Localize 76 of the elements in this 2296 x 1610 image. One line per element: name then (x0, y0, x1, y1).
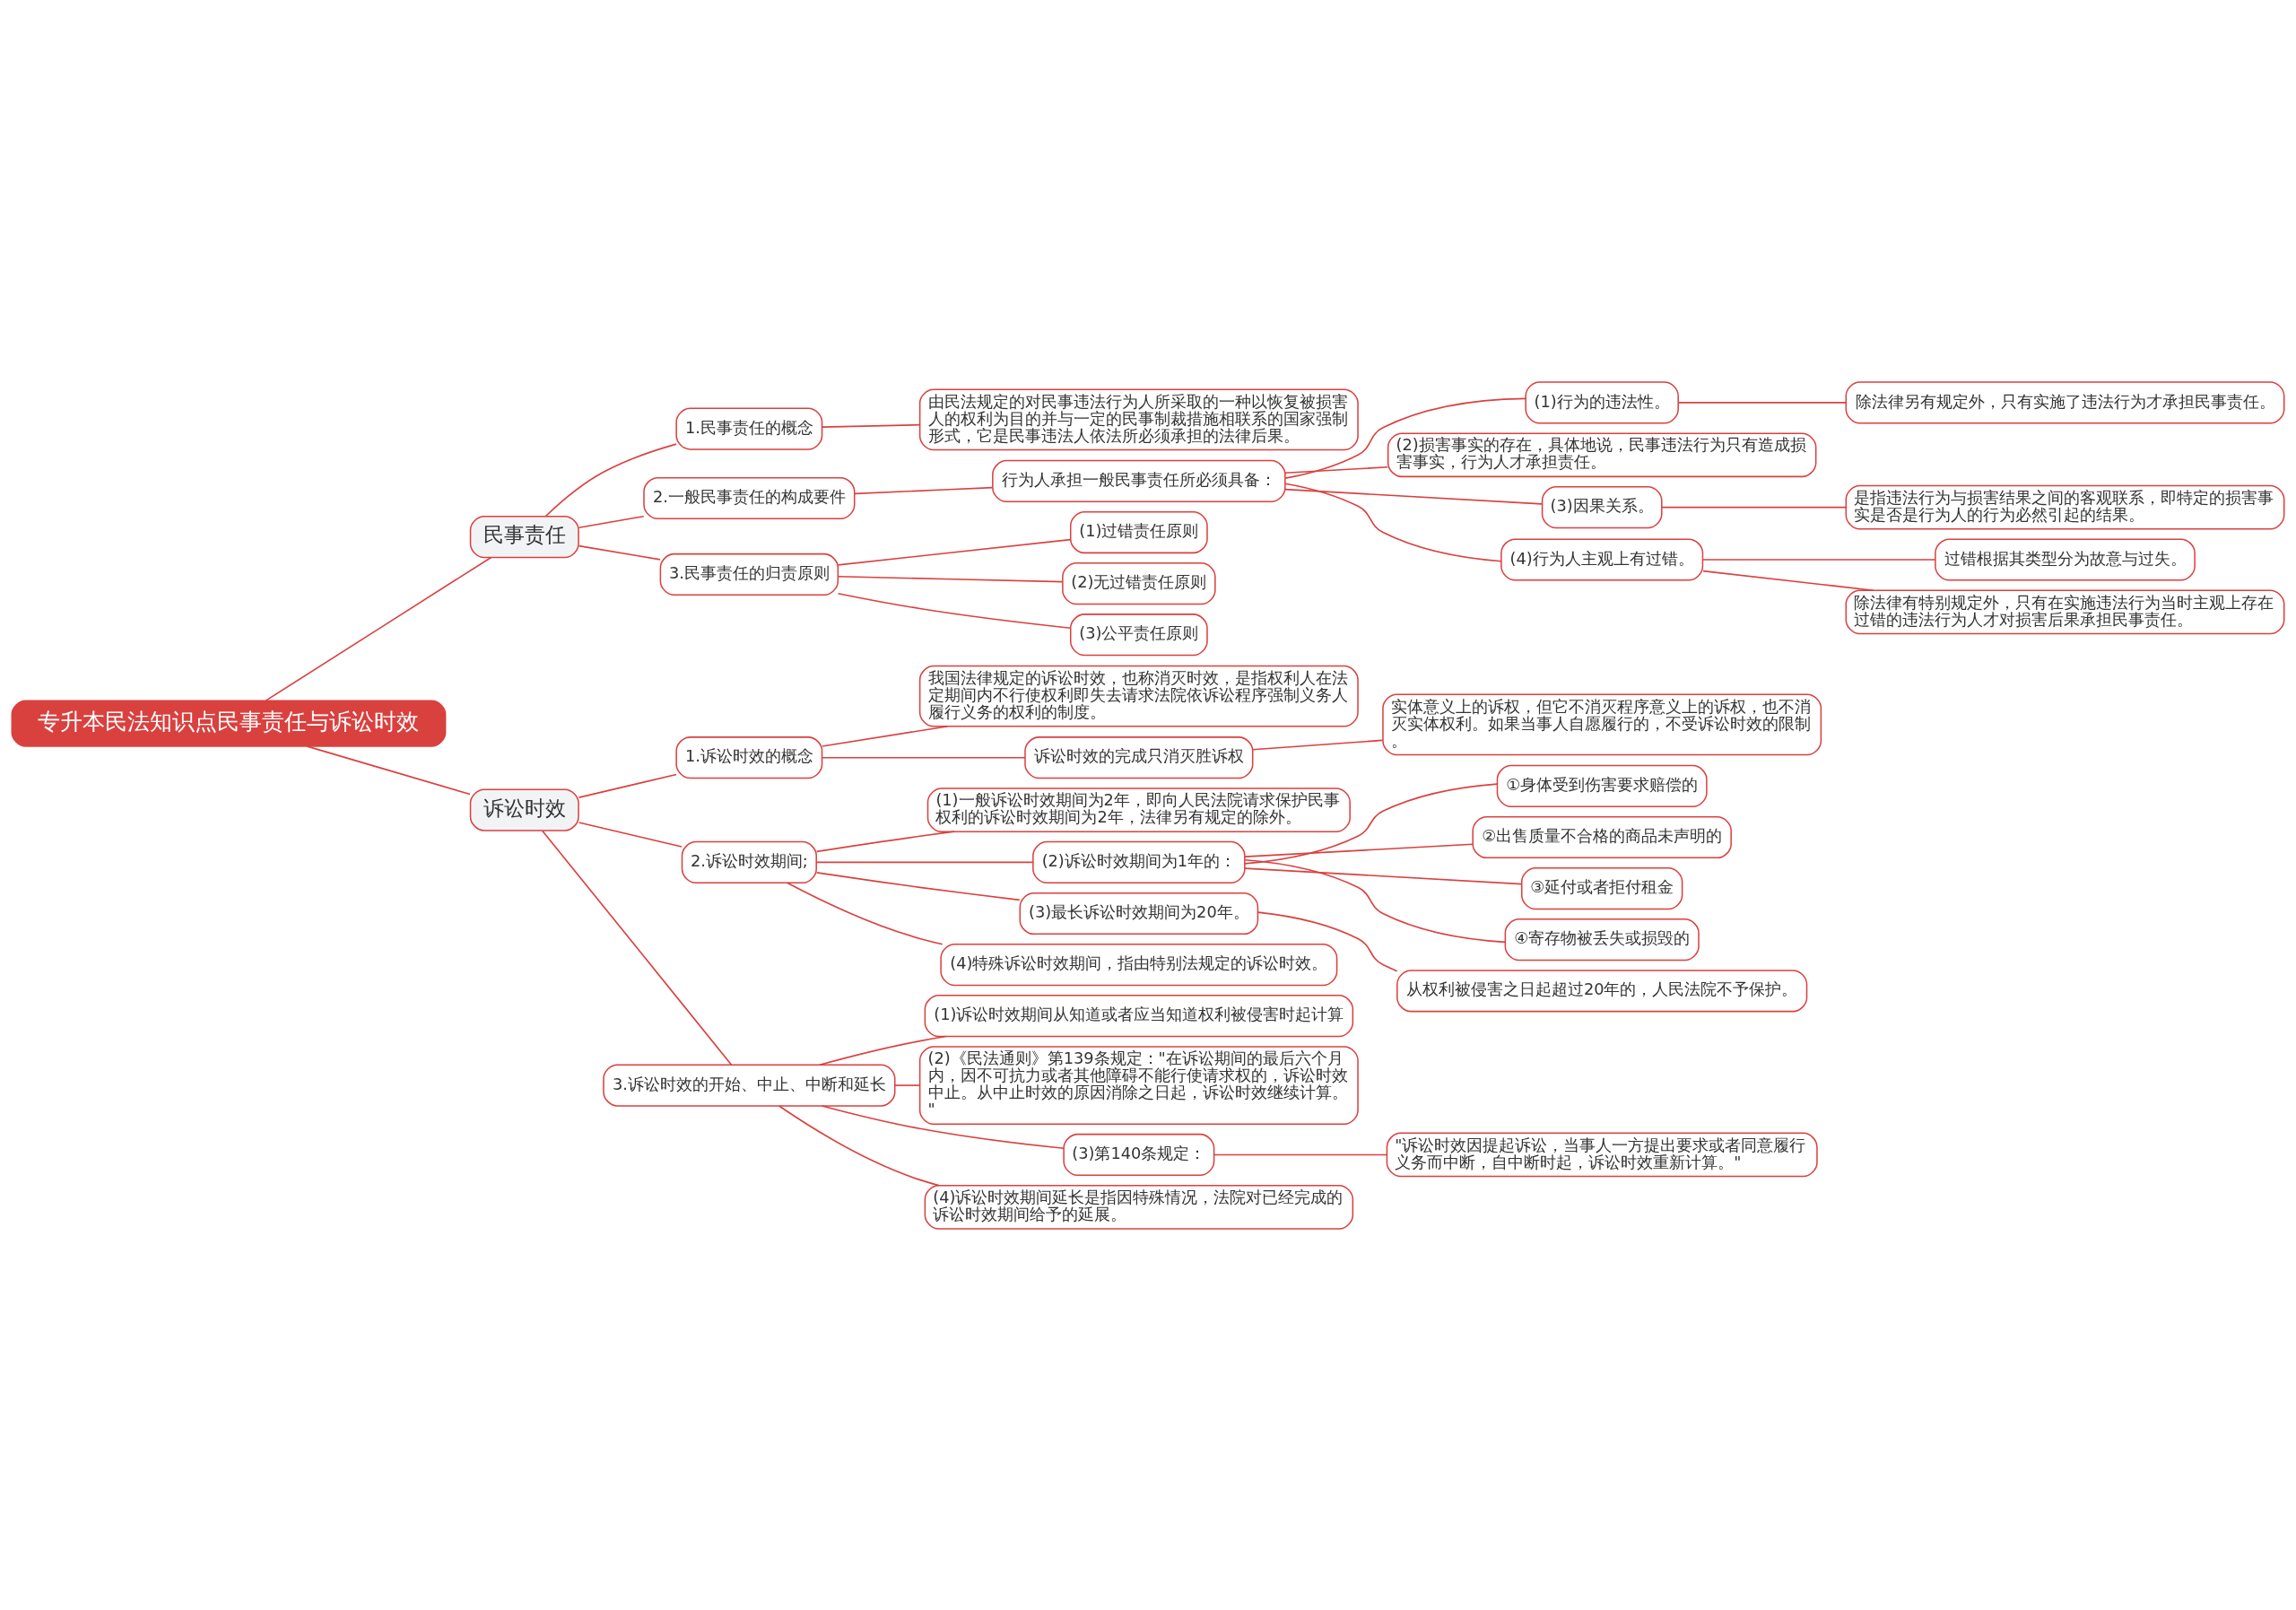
node-box: (2)诉讼时效期间为1年的： (1032, 840, 1246, 883)
connector (822, 725, 949, 747)
connector (815, 871, 1021, 901)
node-box: ③延付或者拒付租金 (1521, 866, 1683, 909)
node-box: ④寄存物被丢失或损毁的 (1504, 918, 1700, 961)
connector (578, 821, 683, 848)
connector (578, 544, 661, 561)
node-box: 我国法律规定的诉讼时效，也称消灭时效，是指权利人在法定期间内不行使权利即失去请求法院依诉讼程序强制义务人履行义务的权利的制度。 (918, 665, 1359, 727)
node-box: (1)诉讼时效期间从知道或者应当知道权利被侵害时起计算 (924, 994, 1354, 1037)
node-box: 过错根据其类型分为故意与过失。 (1935, 537, 2196, 581)
node-box: ②出售质量不合格的商品未声明的 (1472, 815, 1732, 858)
connector (1284, 397, 1526, 479)
connector (541, 829, 733, 1066)
node-box: 1.诉讼时效的概念 (675, 735, 823, 779)
node-box: 民事责任 (469, 515, 579, 558)
connector (1213, 1153, 1387, 1155)
connector (1244, 866, 1523, 884)
node-box: 是指违法行为与损害结果之间的客观联系，即特定的损害事实是否是行为人的行为必然引起的结果。 (1845, 484, 2285, 529)
connector (1284, 482, 1502, 562)
connector (265, 556, 492, 701)
connector (1244, 782, 1499, 865)
connector (1244, 842, 1474, 857)
node-box: (3)因果关系。 (1541, 485, 1663, 528)
node-box: (1)一般诉讼时效期间为2年，即向人民法院请求保护民事权利的诉讼时效期间为2年，法律另有规定的除外。 (926, 787, 1351, 832)
node-box: (2)损害事实的存在，具体地说，民事违法行为只有造成损害事实，行为人才承担责任。 (1387, 431, 1817, 477)
connector (1677, 401, 1848, 404)
node-box: "诉讼时效因提起诉讼，当事人一方提出要求或者同意履行义务而中断，自中断时起，诉讼时效重新计算。" (1386, 1132, 1818, 1177)
connector (1251, 739, 1384, 751)
connector (1257, 910, 1398, 972)
node-box: 除法律另有规定外，只有实施了违法行为才承担民事责任。 (1845, 380, 2285, 423)
connector (821, 1104, 1065, 1149)
node-box: (3)第140条规定： (1063, 1133, 1215, 1176)
node-box: 1.民事责任的概念 (675, 407, 823, 450)
connector (578, 515, 645, 528)
node-box: 实体意义上的诉权，但它不消灭程序意义上的诉权，也不消灭实体权利。如果当事人自愿履行的，不受诉讼时效的限制。 (1382, 693, 1822, 755)
node-box: (2)无过错责任原则 (1062, 561, 1216, 605)
node-box: (3)公平责任原则 (1069, 613, 1208, 656)
connector (837, 592, 1072, 629)
connector (544, 442, 677, 517)
connector (778, 1104, 940, 1186)
connector (1244, 858, 1506, 943)
node-box: 从权利被侵害之日起超过20年的，人民法院不予保护。 (1396, 969, 1808, 1012)
node-box: 3.诉讼时效的开始、中止、中断和延长 (603, 1064, 896, 1107)
node-box: 除法律有特别规定外，只有在实施违法行为当时主观上存在过错的违法行为人才对损害后果承担民事责任。 (1845, 588, 2285, 634)
node-box: 行为人承担一般民事责任所必须具备： (992, 459, 1286, 502)
node-box: 2.一般民事责任的构成要件 (643, 476, 856, 519)
connector (837, 538, 1072, 566)
connector (306, 744, 471, 795)
node-box: 由民法规定的对民事违法行为人所采取的一种以恢复被损害人的权利为目的并与一定的民事制裁措施相联系的国家强制形式，它是民事违法人依法所必须承担的法律后果。 (918, 388, 1359, 450)
connector (815, 830, 955, 852)
connector (1702, 570, 1874, 591)
node-box: 3.民事责任的归责原则 (659, 553, 839, 596)
connector (822, 756, 1026, 759)
node-box: (1)行为的违法性。 (1525, 380, 1679, 423)
node-box: (3)最长诉讼时效期间为20年。 (1019, 892, 1259, 935)
connector (822, 423, 921, 428)
node-box: (4)诉讼时效期间延长是指因特殊情况，法院对已经完成的诉讼时效期间给予的延展。 (924, 1184, 1354, 1230)
node-box: (2)《民法通则》第139条规定："在诉讼期间的最后六个月内，因不可抗力或者其他障碍不能行使请求权的，诉讼时效中止。从中止时效的原因消除之日起，诉讼时效继续计算。" (918, 1045, 1359, 1125)
node-box: (4)行为人主观上有过错。 (1500, 537, 1704, 581)
connector (815, 861, 1034, 863)
connector (894, 1083, 921, 1086)
node-box: ①身体受到伤害要求赔偿的 (1496, 764, 1708, 807)
node-box: 专升本民法知识点民事责任与诉讼时效 (11, 700, 447, 747)
connector (1284, 488, 1544, 505)
connector (854, 486, 994, 494)
connector (1284, 466, 1389, 474)
node-box: (4)特殊诉讼时效期间，指由特别法规定的诉讼时效。 (940, 943, 1338, 986)
node-box: 2.诉讼时效期间; (681, 840, 817, 883)
node-box: 诉讼时效的完成只消灭胜诉权 (1024, 735, 1254, 779)
connector (578, 773, 677, 798)
connector (1661, 506, 1847, 508)
connector (1702, 558, 1936, 561)
connector (837, 575, 1064, 582)
node-box: 诉讼时效 (469, 788, 579, 831)
node-box: (1)过错责任原则 (1069, 510, 1208, 553)
connector (786, 881, 944, 945)
